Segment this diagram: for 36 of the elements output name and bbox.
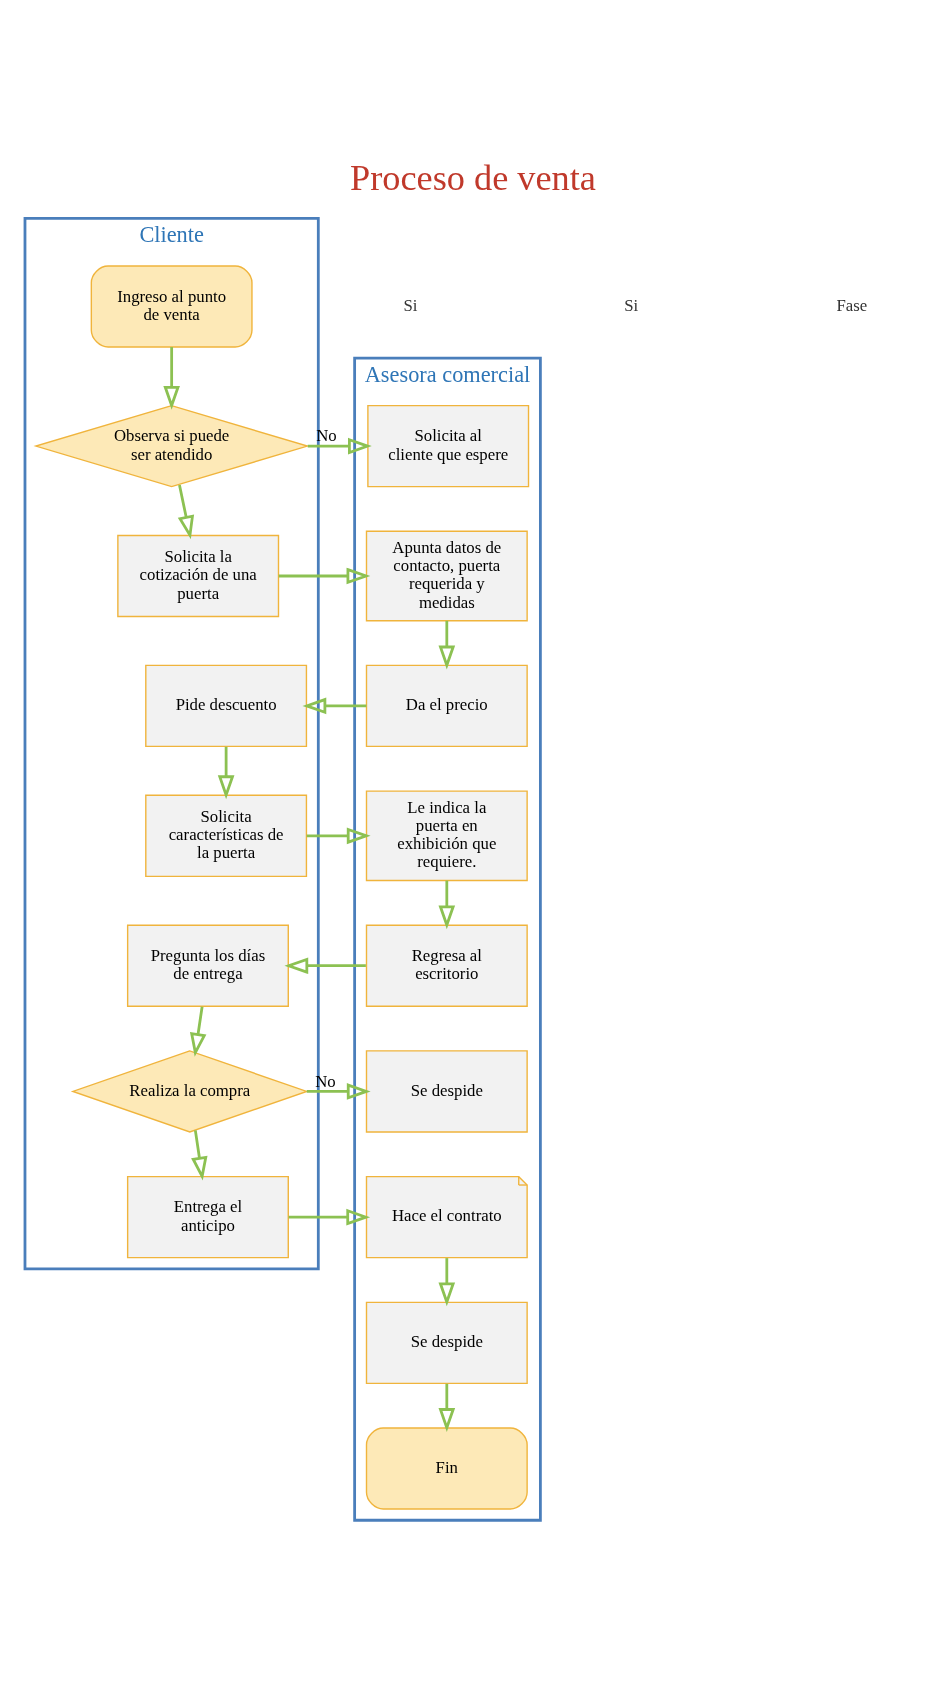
arrow bbox=[438, 1383, 456, 1432]
label: Si bbox=[624, 295, 639, 315]
node-box: Pregunta los días de entrega bbox=[126, 924, 289, 1007]
arrow bbox=[302, 697, 367, 714]
node-box: Se despide bbox=[365, 1049, 528, 1133]
arrow bbox=[189, 1006, 207, 1057]
node-box: Solicita características de la puerta bbox=[145, 794, 308, 877]
node-diamond: Realiza la compra bbox=[70, 1049, 309, 1133]
node-diamond: Observa si puede ser atendido bbox=[33, 404, 310, 487]
arrow bbox=[278, 567, 371, 584]
arrow bbox=[306, 827, 371, 844]
node-box: Pide descuento bbox=[145, 664, 308, 747]
node-box: Entrega el anticipo bbox=[126, 1175, 289, 1258]
arrow bbox=[306, 1082, 371, 1100]
label: Fase bbox=[836, 295, 868, 315]
arrow bbox=[438, 620, 456, 669]
arrow bbox=[438, 1257, 456, 1306]
node-box: Regresa al escritorio bbox=[365, 924, 528, 1007]
arrow bbox=[288, 1208, 371, 1225]
arrow bbox=[163, 346, 180, 410]
label: Si bbox=[403, 295, 418, 315]
arrow bbox=[284, 956, 366, 974]
node-box: Ingreso al punto de venta bbox=[90, 264, 253, 348]
arrow bbox=[307, 437, 372, 454]
diagram-title: Proceso de venta bbox=[350, 157, 596, 198]
node-box: Solicita al cliente que espere bbox=[367, 404, 530, 487]
arrow bbox=[438, 880, 456, 929]
arrow bbox=[177, 484, 195, 539]
node-box: Da el precio bbox=[365, 664, 528, 747]
node-box: Se despide bbox=[365, 1301, 528, 1384]
arrow bbox=[191, 1129, 208, 1180]
arrow bbox=[217, 746, 235, 799]
node-box: Le indica la puerta en exhibición que requiere. bbox=[365, 789, 528, 881]
node-box: Solicita la cotización de una puerta bbox=[117, 534, 280, 617]
node-box: Fin bbox=[365, 1426, 528, 1510]
node-box: Apunta datos de contacto, puerta requerida y medidas bbox=[365, 530, 528, 621]
